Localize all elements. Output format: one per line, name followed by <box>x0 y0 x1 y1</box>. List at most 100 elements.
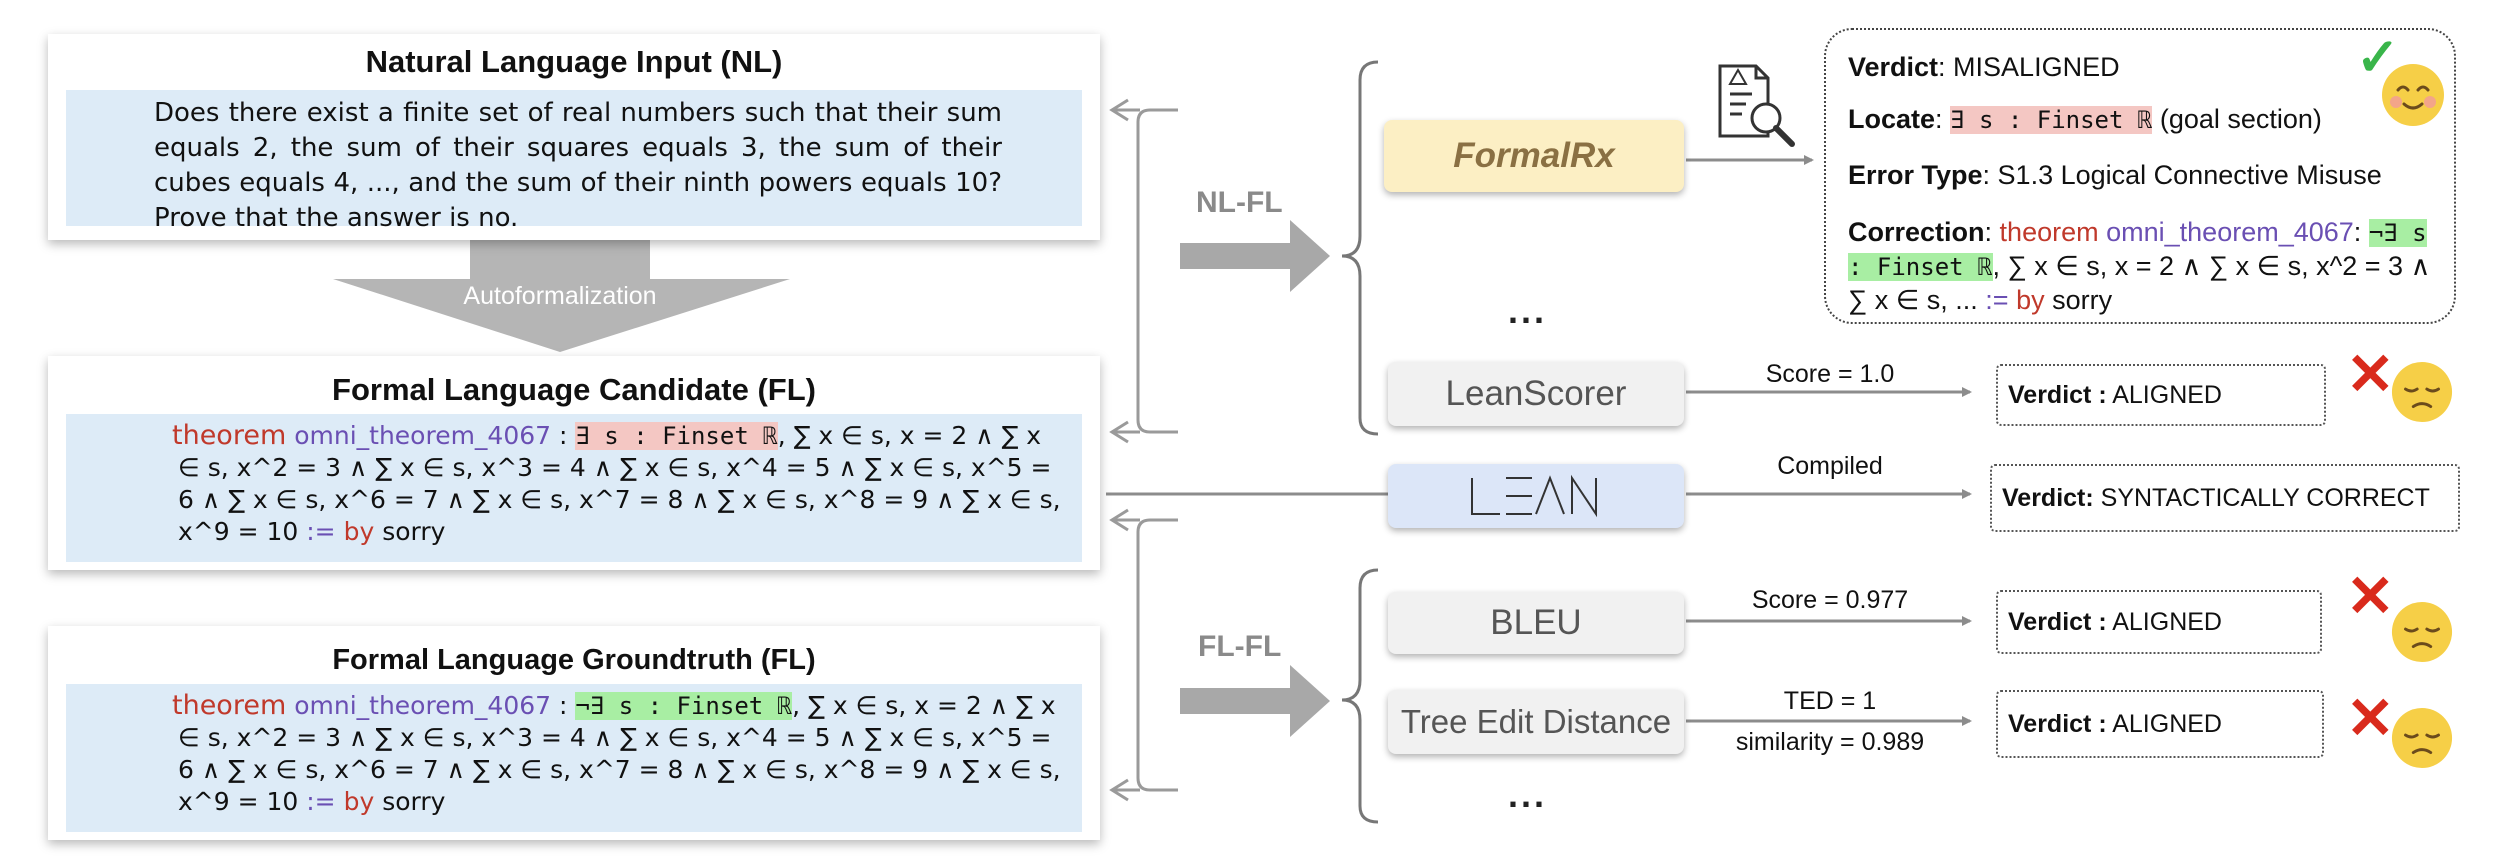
leanscorer-label: LeanScorer <box>1445 374 1627 413</box>
cross-icon: ✕ <box>2346 564 2395 629</box>
bleu-verdict: Verdict : ALIGNED <box>1996 590 2322 654</box>
misaligned-quantifier-highlight: ∃ s : Finset ℝ <box>575 422 778 450</box>
theorem-keyword: theorem <box>172 420 287 451</box>
verdict-key: Verdict : <box>2008 380 2107 409</box>
verdict-line: Verdict: MISALIGNED <box>1848 52 2120 83</box>
ted-label: Tree Edit Distance <box>1400 703 1672 740</box>
nl-fl-arrowhead-bottom <box>1109 420 1129 444</box>
lower-ellipsis: ... <box>1508 774 1548 815</box>
lean-logo <box>1471 474 1597 518</box>
nl-input-body: Does there exist a finite set of real nu… <box>66 90 1082 233</box>
fl-fl-label: FL-FL <box>1198 630 1282 663</box>
ted-similarity-label: similarity = 0.989 <box>1735 728 1925 756</box>
nl-fl-link-arrow <box>1136 108 1178 434</box>
lean-method <box>1388 464 1684 528</box>
leanscorer-score-label: Score = 1.0 <box>1765 360 1895 388</box>
assign-operator: := <box>306 787 336 816</box>
cross-icon: ✕ <box>2346 686 2395 751</box>
formalrx-method: FormalRx <box>1384 120 1684 192</box>
ted-method: Tree Edit Distance <box>1388 690 1684 754</box>
theorem-name: omni_theorem_4067 <box>294 421 552 450</box>
bleu-method: BLEU <box>1388 592 1684 654</box>
bleu-label: BLEU <box>1490 603 1582 642</box>
sad-face-icon <box>2391 601 2453 663</box>
nl-input-title: Natural Language Input (NL) <box>365 44 783 79</box>
cross-icon: ✕ <box>2346 342 2395 407</box>
colon: : <box>551 691 576 720</box>
sorry-keyword: sorry <box>382 517 446 546</box>
verdict-key: Verdict : <box>2008 709 2107 738</box>
verdict-key: Verdict: <box>2002 483 2094 512</box>
sad-face-icon <box>2391 361 2453 423</box>
document-search-icon <box>1718 64 1795 147</box>
ted-value-label: TED = 1 <box>1783 687 1877 715</box>
by-keyword: by <box>2016 285 2045 315</box>
fl-fl-arrowhead-top <box>1109 508 1129 532</box>
fl-fl-link-arrow <box>1136 518 1178 792</box>
sorry-keyword: sorry <box>382 787 446 816</box>
sorry-keyword: sorry <box>2052 285 2113 315</box>
fl-candidate-title: Formal Language Candidate (FL) <box>332 372 816 407</box>
verdict-value: ALIGNED <box>2106 380 2222 409</box>
nl-fl-arrowhead-top <box>1109 98 1129 122</box>
correction-body: , ∑ x ∈ s, x = 2 ∧ ∑ x ∈ s, x^2 = 3 ∧ ∑ … <box>1848 251 2431 315</box>
correct-quantifier-highlight: ¬∃ s : Finset ℝ <box>575 692 793 720</box>
sad-face-icon <box>2391 707 2453 769</box>
by-keyword: by <box>343 787 375 816</box>
formalrx-label: FormalRx <box>1453 136 1615 175</box>
lean-verdict: Verdict: SYNTACTICALLY CORRECT <box>1990 464 2460 532</box>
locate-code: ∃ s : Finset ℝ <box>1950 106 2153 134</box>
verdict-value: SYNTACTICALLY CORRECT <box>2093 483 2430 512</box>
theorem-keyword: theorem <box>1999 217 2099 247</box>
theorem-name: omni_theorem_4067 <box>2106 217 2354 247</box>
correction-block: Correction: theorem omni_theorem_4067: ¬… <box>1848 216 2448 317</box>
theorem-body: , ∑ x ∈ s, x = 2 ∧ ∑ x ∈ s, x^2 = 3 ∧ ∑ … <box>178 421 1061 546</box>
theorem-name: omni_theorem_4067 <box>294 691 552 720</box>
fl-groundtruth-title: Formal Language Groundtruth (FL) <box>332 644 816 676</box>
fl-fl-big-arrow <box>1180 665 1330 737</box>
nl-fl-label: NL-FL <box>1196 186 1283 219</box>
ted-verdict: Verdict : ALIGNED <box>1996 690 2324 758</box>
fl-groundtruth-code: theorem omni_theorem_4067 : ¬∃ s : Finse… <box>66 684 1082 818</box>
error-type-key: Error Type <box>1848 160 1983 190</box>
upper-ellipsis: ... <box>1508 290 1548 331</box>
fl-groundtruth-body: theorem omni_theorem_4067 : ¬∃ s : Finse… <box>66 684 1082 832</box>
fl-fl-methods-brace <box>1341 568 1379 824</box>
locate-separator: : <box>1935 104 1951 134</box>
nl-fl-methods-brace <box>1341 60 1379 436</box>
autoformalization-label: Autoformalization <box>463 282 657 310</box>
fl-candidate-card: Formal Language Candidate (FL) theorem o… <box>48 356 1100 570</box>
verdict-key: Verdict : <box>2008 607 2107 636</box>
fl-groundtruth-card: Formal Language Groundtruth (FL) theorem… <box>48 626 1100 840</box>
nl-input-text: Does there exist a finite set of real nu… <box>154 98 1002 233</box>
verdict-value: ALIGNED <box>2106 607 2222 636</box>
fl-candidate-body: theorem omni_theorem_4067 : ∃ s : Finset… <box>66 414 1082 562</box>
bleu-score-label: Score = 0.977 <box>1751 586 1909 614</box>
verdict-value: : MISALIGNED <box>1938 52 2120 82</box>
lean-compiled-label: Compiled <box>1777 452 1883 480</box>
locate-key: Locate <box>1848 104 1936 134</box>
fl-candidate-code: theorem omni_theorem_4067 : ∃ s : Finset… <box>66 414 1082 548</box>
leanscorer-method: LeanScorer <box>1388 362 1684 426</box>
correction-separator: : <box>1984 217 2000 247</box>
happy-face-icon <box>2382 64 2444 126</box>
assign-operator: := <box>1985 285 2009 315</box>
nl-fl-big-arrow <box>1180 220 1330 292</box>
fl-fl-arrowhead-bottom <box>1109 778 1129 802</box>
error-type-line: Error Type: S1.3 Logical Connective Misu… <box>1848 160 2382 191</box>
by-keyword: by <box>343 517 375 546</box>
colon: : <box>2353 217 2362 247</box>
assign-operator: := <box>306 517 336 546</box>
autoformalization-arrow <box>333 236 790 352</box>
verdict-value: ALIGNED <box>2106 709 2222 738</box>
locate-line: Locate: ∃ s : Finset ℝ (goal section) <box>1848 104 2322 135</box>
nl-input-card: Natural Language Input (NL) Does there e… <box>48 34 1100 240</box>
error-type-value: : S1.3 Logical Connective Misuse <box>1982 160 2382 190</box>
theorem-keyword: theorem <box>172 690 287 721</box>
colon: : <box>551 421 576 450</box>
correction-key: Correction <box>1848 217 1985 247</box>
formalrx-output-box: Verdict: MISALIGNED Locate: ∃ s : Finset… <box>1824 28 2456 324</box>
locate-rest: (goal section) <box>2152 104 2322 134</box>
verdict-key: Verdict <box>1848 52 1939 82</box>
